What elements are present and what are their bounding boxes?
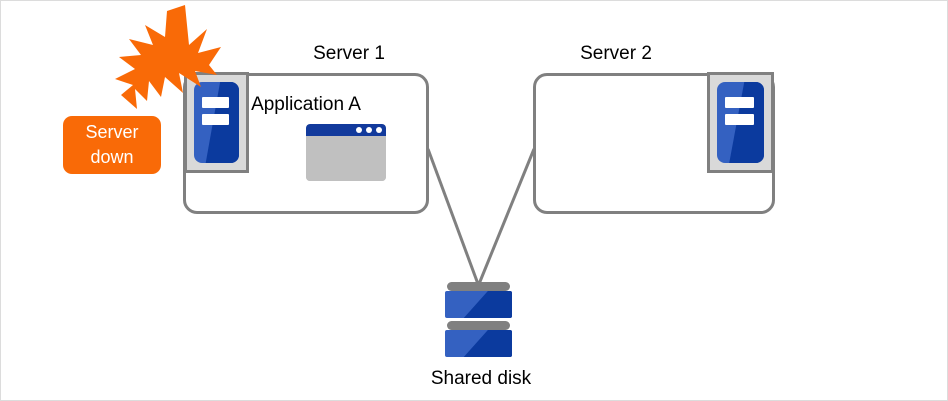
application-a-label: Application A	[251, 94, 361, 115]
server-icon-bar	[202, 114, 230, 125]
window-dot	[366, 127, 372, 133]
server2-unit-icon[interactable]	[707, 72, 774, 173]
shared-disk-icon[interactable]	[445, 282, 512, 364]
disk-mid-bar	[447, 321, 510, 330]
server-icon-bar	[202, 97, 230, 108]
connector-server2-to-disk	[477, 148, 536, 285]
window-dot	[356, 127, 362, 133]
server-icon-body	[194, 82, 239, 163]
window-body	[306, 136, 386, 181]
disk-platter	[445, 330, 512, 357]
window-dot	[376, 127, 382, 133]
server-icon-bar	[725, 97, 754, 108]
shared-disk-label: Shared disk	[430, 368, 532, 389]
server-down-badge[interactable]: Server down	[63, 116, 161, 174]
connector-server1-to-disk	[426, 148, 480, 285]
server1-unit-icon[interactable]	[184, 72, 249, 173]
window-titlebar	[306, 124, 386, 136]
disk-top-bar	[447, 282, 510, 291]
lightning-burst-icon	[115, 5, 221, 109]
server-icon-body	[717, 82, 764, 163]
server-down-line1: Server	[85, 122, 139, 142]
disk-platter	[445, 291, 512, 318]
window-dots	[356, 127, 382, 133]
application-window-icon[interactable]	[306, 124, 386, 181]
server2-title: Server 2	[580, 43, 652, 64]
server-icon-bar	[725, 114, 754, 125]
server-down-line2: down	[90, 147, 134, 167]
server1-title: Server 1	[313, 43, 385, 64]
